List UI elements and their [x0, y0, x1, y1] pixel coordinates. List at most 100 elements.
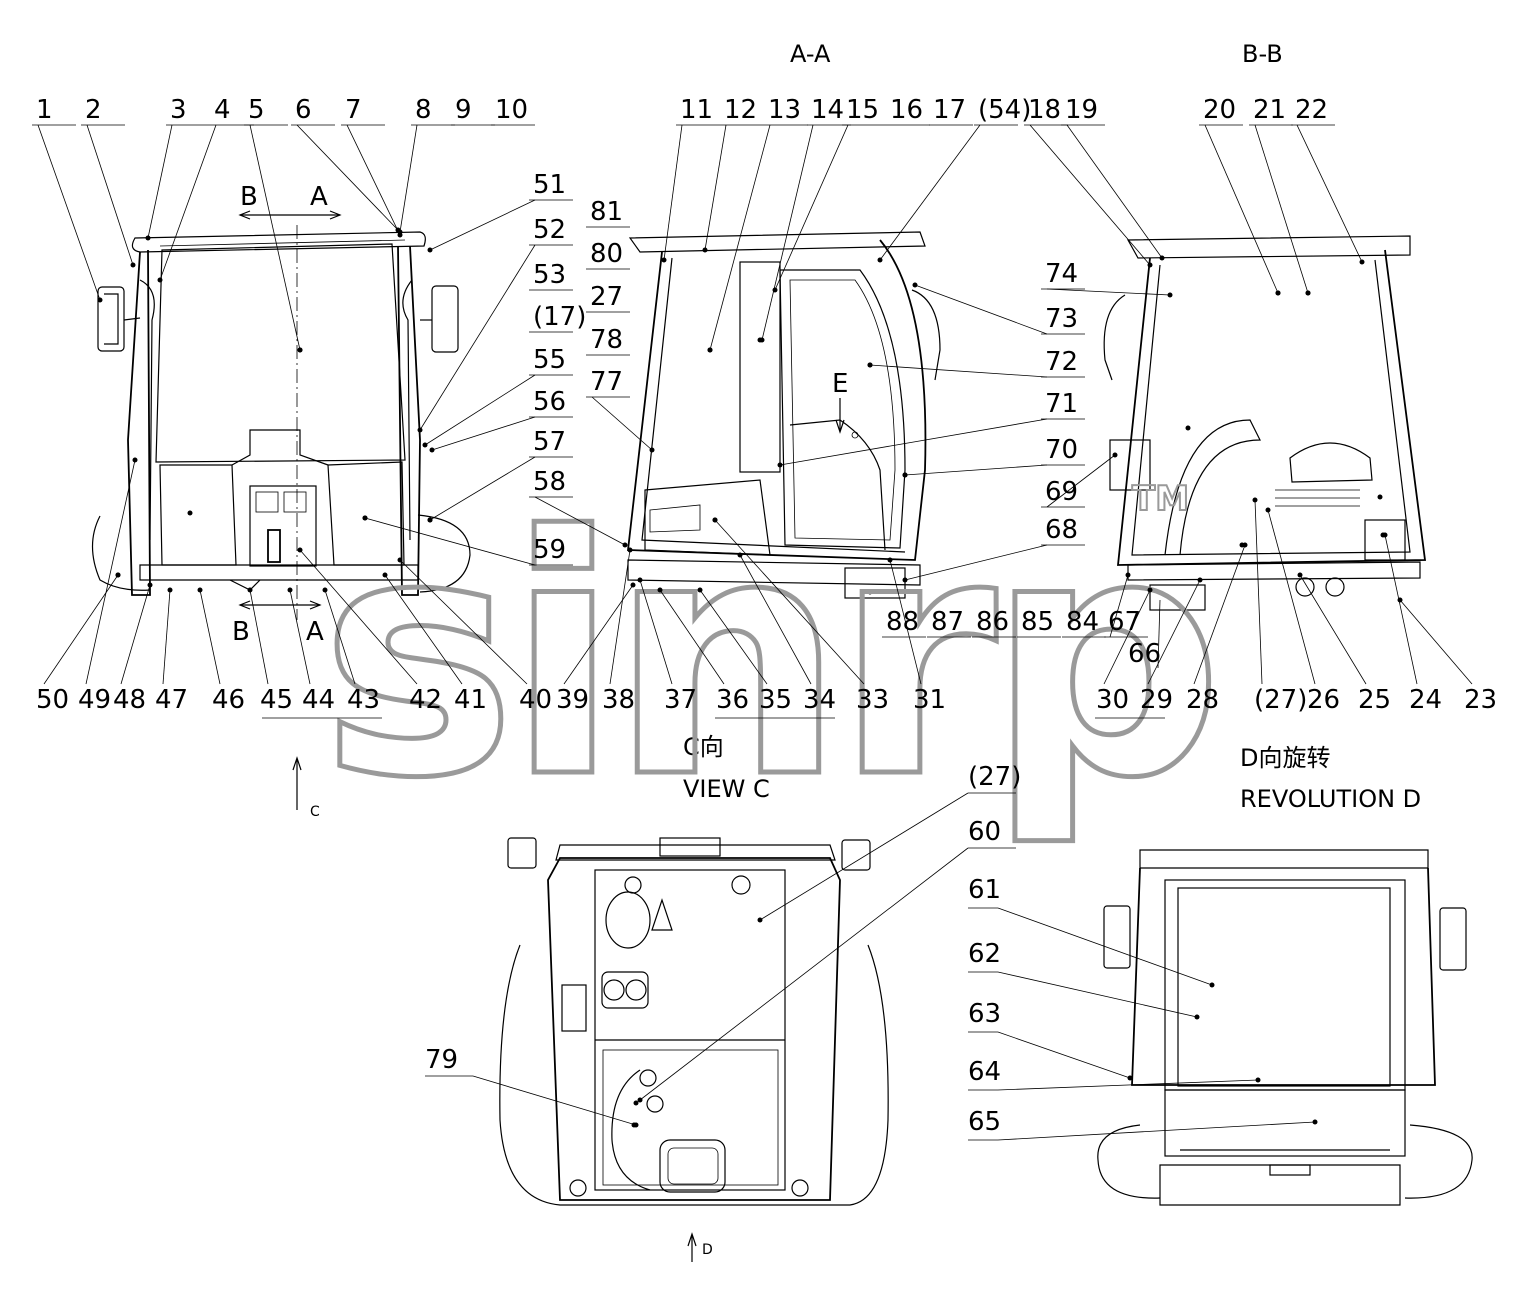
leader-line	[399, 559, 528, 685]
leader-line	[324, 589, 356, 685]
callout-label: 25	[1358, 685, 1391, 715]
callout-label: 77	[590, 367, 623, 397]
callout-label: 71	[1045, 389, 1078, 419]
leader-dot	[1297, 572, 1303, 578]
leader-line	[534, 496, 626, 546]
leader-line	[43, 574, 119, 685]
callout-label: 33	[856, 685, 889, 715]
callout-label: 67	[1108, 607, 1141, 637]
callout-label: 21	[1253, 95, 1286, 125]
leader-line	[199, 589, 221, 685]
callout-label: 38	[602, 685, 635, 715]
leader-dot	[1147, 262, 1153, 268]
callout-label: 15	[846, 95, 879, 125]
callout-label: 87	[931, 607, 964, 637]
callout-label: 36	[716, 685, 749, 715]
callout-label: (27)	[1254, 685, 1307, 715]
callout-label: 39	[556, 685, 589, 715]
callout-label: 51	[533, 170, 566, 200]
leader-line	[997, 1121, 1316, 1141]
leader-line	[1399, 599, 1473, 685]
callout-label: 78	[590, 325, 623, 355]
leader-line	[997, 907, 1213, 986]
callout-label: 69	[1045, 477, 1078, 507]
leader-dot	[1167, 292, 1173, 298]
section-bb-title: B-B	[1242, 40, 1283, 68]
callout-label: 65	[968, 1107, 1001, 1137]
leader-dot	[1125, 572, 1131, 578]
leader-dot	[297, 347, 303, 353]
leader-line	[1157, 599, 1161, 669]
view-d-title-en: REVOLUTION D	[1240, 785, 1421, 813]
callout-label: 41	[454, 685, 487, 715]
callout-label: 64	[968, 1057, 1001, 1087]
callout-label: 58	[533, 467, 566, 497]
leader-line	[704, 124, 727, 251]
callout-label: 4	[214, 95, 231, 125]
callout-label: 3	[170, 95, 187, 125]
leader-line	[609, 549, 631, 685]
leader-dot	[757, 917, 763, 923]
leader-line	[879, 124, 981, 261]
view-c-title-en: VIEW C	[683, 775, 770, 803]
callout-label: 16	[890, 95, 923, 125]
view-e-marker: E	[832, 369, 848, 399]
leader-line	[1254, 124, 1309, 294]
callout-label: 34	[803, 685, 836, 715]
leader-line	[429, 456, 536, 521]
leader-dot	[382, 572, 388, 578]
leader-line	[147, 124, 173, 239]
leader-line	[249, 124, 301, 351]
callout-label: 88	[886, 607, 919, 637]
leader-dot	[637, 1097, 643, 1103]
section-marker-a-bottom: A	[306, 617, 324, 647]
callout-label: 73	[1045, 304, 1078, 334]
leader-line	[889, 559, 922, 685]
leader-line	[869, 364, 1048, 378]
leader-line	[159, 124, 217, 281]
callout-label: 62	[968, 939, 1001, 969]
callout-label: 43	[347, 685, 380, 715]
leader-line	[1204, 124, 1279, 294]
callout-label: 84	[1066, 607, 1099, 637]
leader-dot	[772, 287, 778, 293]
callout-label: 72	[1045, 347, 1078, 377]
leader-line	[399, 124, 418, 233]
leader-dot	[297, 547, 303, 553]
leader-line	[249, 589, 269, 685]
leader-line	[162, 589, 171, 685]
front-view: B A B A C	[91, 182, 471, 820]
leader-dot	[397, 229, 403, 235]
leader-dot	[197, 587, 203, 593]
callout-label: 44	[302, 685, 335, 715]
view-c-marker: C	[310, 804, 320, 820]
leader-dot	[1197, 577, 1203, 583]
callout-label: 59	[533, 535, 566, 565]
leader-line	[904, 544, 1048, 581]
callout-label: 30	[1096, 685, 1129, 715]
callout-label: 70	[1045, 435, 1078, 465]
callout-label: 60	[968, 817, 1001, 847]
leader-line	[37, 124, 101, 301]
leader-dot	[867, 362, 873, 368]
leader-line	[779, 418, 1048, 466]
leader-dot	[759, 337, 765, 343]
callout-label: 52	[533, 215, 566, 245]
leader-line	[663, 124, 683, 261]
leader-dot	[902, 577, 908, 583]
leader-line	[709, 124, 771, 351]
leader-line	[1254, 499, 1263, 685]
callout-label: 29	[1140, 685, 1173, 715]
leader-line	[429, 199, 536, 251]
callout-label: 85	[1021, 607, 1054, 637]
leader-dot	[417, 427, 423, 433]
leader-dot	[661, 257, 667, 263]
leader-line	[1299, 574, 1367, 685]
leader-dot	[1159, 255, 1165, 261]
callout-label: 12	[724, 95, 757, 125]
leader-dot	[912, 282, 918, 288]
leader-line	[904, 464, 1048, 476]
leader-dot	[147, 582, 153, 588]
callout-label: 22	[1295, 95, 1328, 125]
